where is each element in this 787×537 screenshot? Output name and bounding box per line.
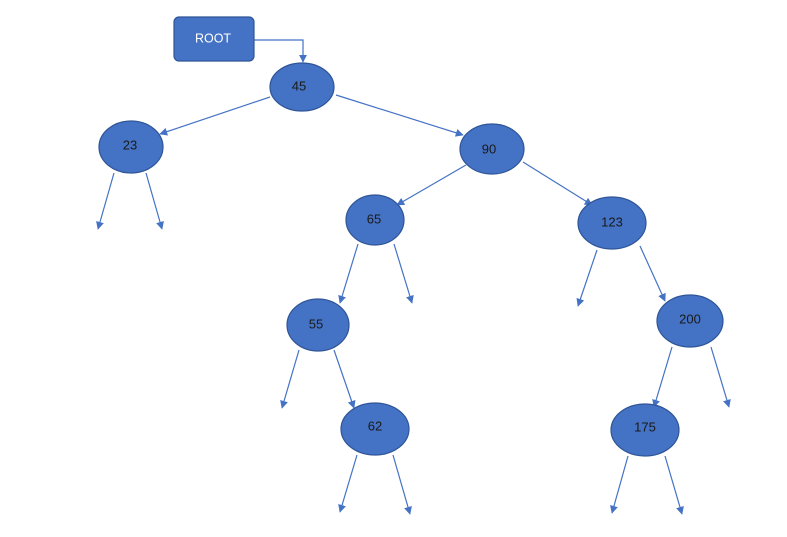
node-value: 90 (482, 141, 496, 156)
edge-55-to-62 (333, 349, 356, 409)
edge-90-to-123 (522, 161, 593, 206)
edge-23-left-null (96, 172, 115, 230)
tree-node-90: 90 (459, 123, 525, 175)
edge-175-left-null (610, 455, 629, 514)
edge-123-left-null (576, 249, 598, 307)
root-pointer-box: ROOT (173, 16, 255, 62)
tree-node-45: 45 (269, 62, 335, 112)
node-value: 23 (123, 137, 137, 152)
edge-200-right-null (710, 346, 731, 408)
edge-23-right-null (145, 172, 164, 230)
root-label: ROOT (195, 31, 231, 45)
edge-90-to-65 (396, 164, 467, 206)
tree-node-23: 23 (98, 120, 164, 174)
node-value: 200 (679, 311, 701, 326)
tree-node-200: 200 (656, 294, 724, 348)
tree-node-62: 62 (340, 402, 410, 456)
node-value: 65 (367, 211, 381, 226)
edge-45-to-90 (335, 94, 464, 137)
tree-node-65: 65 (345, 194, 405, 246)
edge-root-to-45 (254, 39, 307, 63)
node-value: 62 (368, 418, 382, 433)
edge-175-right-null (664, 455, 684, 515)
tree-node-175: 175 (610, 403, 680, 457)
edge-45-to-23 (159, 96, 271, 136)
tree-node-123: 123 (577, 196, 647, 250)
edge-65-to-55 (338, 243, 359, 304)
edge-55-left-null (280, 349, 300, 409)
node-value: 175 (634, 419, 656, 434)
node-value: 45 (292, 78, 306, 93)
node-value: 55 (309, 316, 323, 331)
tree-node-55: 55 (286, 298, 350, 352)
node-value: 123 (601, 214, 623, 229)
edge-62-left-null (338, 454, 358, 513)
edge-62-right-null (392, 454, 412, 515)
edge-65-right-null (393, 243, 414, 304)
edge-123-to-200 (639, 245, 666, 302)
edge-200-to-175 (652, 346, 673, 408)
